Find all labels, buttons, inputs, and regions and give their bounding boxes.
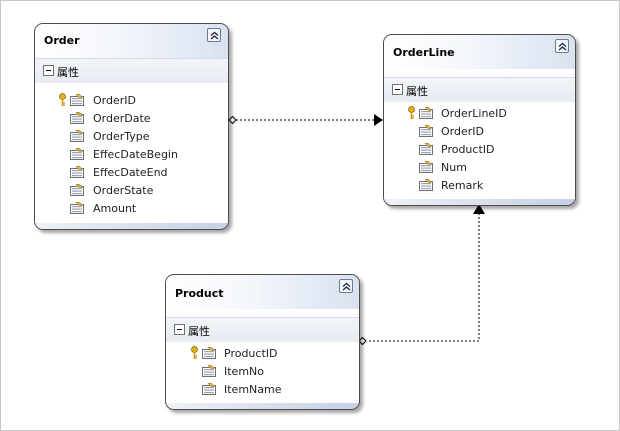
property-icon	[70, 184, 84, 196]
property-label: ItemNo	[224, 364, 264, 378]
double-chevron-up-icon[interactable]	[555, 39, 569, 53]
property-list: ProductID ItemNo ItemName	[166, 342, 359, 402]
entity-title: OrderLine	[393, 46, 455, 59]
property-icon	[70, 148, 84, 160]
property-icon	[419, 179, 433, 191]
property-label: OrderType	[93, 129, 150, 143]
property-label: OrderLineID	[441, 106, 507, 120]
double-chevron-up-icon[interactable]	[339, 279, 353, 293]
property-row[interactable]: OrderState	[35, 181, 225, 199]
property-icon	[202, 365, 216, 377]
key-icon	[59, 93, 66, 106]
entity-title: Order	[44, 34, 80, 47]
property-label: Amount	[93, 201, 137, 215]
property-label: OrderID	[441, 124, 484, 138]
key-icon	[408, 106, 415, 119]
minus-box-icon[interactable]	[392, 84, 403, 95]
entity-orderline[interactable]: OrderLine 属性 OrderLineID	[383, 34, 576, 206]
properties-section[interactable]: 属性	[384, 77, 575, 102]
property-icon	[419, 125, 433, 137]
order-connector-diamond	[228, 115, 237, 125]
property-row[interactable]: EffecDateBegin	[35, 145, 225, 163]
product-connector-diamond	[358, 336, 367, 346]
property-row[interactable]: OrderLineID	[384, 104, 572, 122]
property-row[interactable]: OrderID	[384, 122, 572, 140]
property-icon	[202, 383, 216, 395]
entity-header[interactable]: Product	[166, 275, 359, 309]
product-orderline-connector[interactable]	[369, 214, 480, 342]
property-label: Remark	[441, 178, 484, 192]
properties-section[interactable]: 属性	[35, 58, 228, 83]
minus-box-icon[interactable]	[43, 65, 54, 76]
property-label: EffecDateEnd	[93, 165, 168, 179]
property-icon	[419, 143, 433, 155]
property-label: OrderID	[93, 93, 136, 107]
property-row[interactable]: ProductID	[384, 140, 572, 158]
property-icon	[202, 347, 216, 359]
property-label: ItemName	[224, 382, 282, 396]
section-label: 属性	[188, 325, 210, 338]
property-label: ProductID	[224, 346, 278, 360]
property-row[interactable]: Amount	[35, 199, 225, 217]
orderline-arrowhead-bottom	[473, 204, 485, 214]
key-icon	[191, 346, 198, 359]
property-icon	[419, 161, 433, 173]
property-label: OrderDate	[93, 111, 151, 125]
property-icon	[70, 202, 84, 214]
property-row[interactable]: OrderDate	[35, 109, 225, 127]
minus-box-icon[interactable]	[174, 324, 185, 335]
section-label: 属性	[57, 66, 79, 79]
property-icon	[70, 130, 84, 142]
property-row[interactable]: ItemName	[166, 380, 356, 398]
property-icon	[419, 107, 433, 119]
property-row[interactable]: ProductID	[166, 344, 356, 362]
property-row[interactable]: Remark	[384, 176, 572, 194]
property-icon	[70, 166, 84, 178]
entity-header[interactable]: Order	[35, 24, 228, 58]
property-label: OrderState	[93, 183, 154, 197]
property-label: ProductID	[441, 142, 495, 156]
orderline-arrowhead	[374, 114, 383, 126]
property-row[interactable]: OrderID	[35, 91, 225, 109]
entity-title: Product	[175, 287, 224, 300]
properties-section[interactable]: 属性	[166, 317, 359, 342]
property-row[interactable]: EffecDateEnd	[35, 163, 225, 181]
property-label: EffecDateBegin	[93, 147, 178, 161]
property-icon	[70, 94, 84, 106]
property-list: OrderLineID OrderID ProductID	[384, 102, 575, 202]
property-row[interactable]: Num	[384, 158, 572, 176]
entity-order[interactable]: Order 属性 OrderID	[34, 23, 229, 230]
property-label: Num	[441, 160, 467, 174]
entity-product[interactable]: Product 属性 ProductID	[165, 274, 360, 410]
property-list: OrderID OrderDate OrderType E	[35, 83, 228, 223]
property-row[interactable]: ItemNo	[166, 362, 356, 380]
property-row[interactable]: OrderType	[35, 127, 225, 145]
property-icon	[70, 112, 84, 124]
double-chevron-up-icon[interactable]	[207, 28, 221, 42]
entity-footer	[166, 403, 359, 409]
entity-header[interactable]: OrderLine	[384, 35, 575, 69]
entity-footer	[35, 223, 228, 229]
section-label: 属性	[406, 85, 428, 98]
entity-footer	[384, 199, 575, 205]
